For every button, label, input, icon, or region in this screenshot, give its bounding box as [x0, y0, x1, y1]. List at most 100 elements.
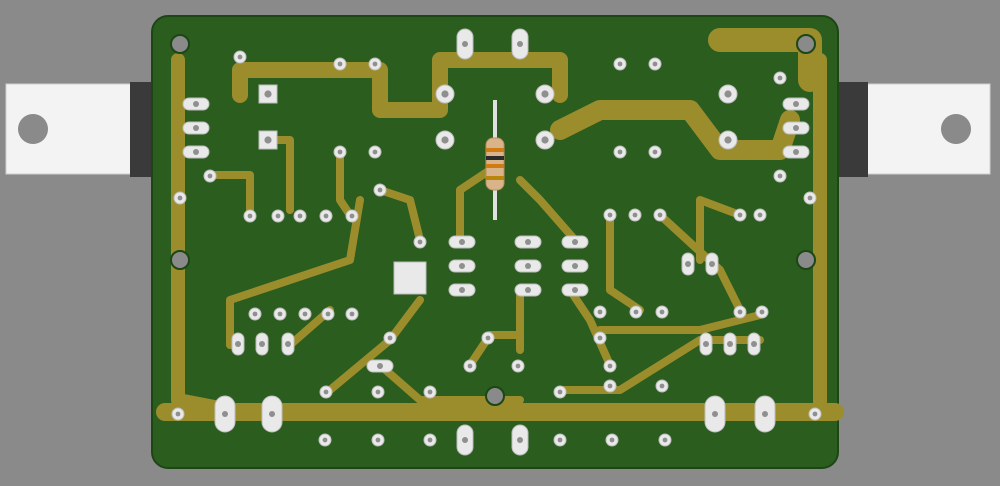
trace-18: [566, 286, 614, 369]
pad-hole: [247, 213, 253, 219]
pad-hole: [349, 213, 355, 219]
pad-hole: [607, 363, 613, 369]
resistor-band-2: [486, 156, 504, 160]
pad-hole: [237, 54, 243, 60]
pad-hole: [633, 309, 639, 315]
pad-hole: [207, 173, 213, 179]
pad-hole: [607, 212, 613, 218]
trace-7: [606, 211, 644, 314]
pad-hole: [572, 287, 578, 293]
pad-hole: [459, 263, 465, 269]
pad-hole: [632, 212, 638, 218]
mounting-hole-bc: [485, 386, 505, 406]
pad-hole: [737, 309, 743, 315]
pad-hole: [427, 389, 433, 395]
left-transistor: [5, 82, 162, 177]
pad-hole: [252, 311, 258, 317]
pad-hole: [541, 136, 549, 144]
left-tab-hole: [18, 114, 48, 144]
top-right-pour: [550, 100, 800, 160]
pad-hole: [652, 61, 658, 67]
right-tab-hole: [941, 114, 971, 144]
pad-hole: [193, 101, 199, 107]
pad-hole: [175, 411, 181, 417]
trace-14: [596, 311, 764, 334]
pad-hole: [557, 437, 563, 443]
pad-hole: [572, 239, 578, 245]
pad-hole: [724, 136, 732, 144]
pad-hole: [275, 213, 281, 219]
trace-4: [376, 186, 424, 244]
trace-2: [336, 146, 354, 219]
pad-hole: [277, 311, 283, 317]
pad-hole: [751, 341, 757, 347]
pad-hole: [517, 437, 523, 443]
pad-hole: [259, 341, 265, 347]
mounting-hole-mr: [796, 250, 816, 270]
pad-hole: [572, 263, 578, 269]
pad-hole: [485, 335, 491, 341]
pad-hole: [597, 335, 603, 341]
pad-hole: [525, 239, 531, 245]
pad-hole: [459, 287, 465, 293]
right-heatsink-tab: [864, 83, 991, 175]
pad-hole: [285, 341, 291, 347]
pad-hole: [659, 383, 665, 389]
pad-hole: [659, 309, 665, 315]
resistor-band-1: [486, 148, 504, 152]
pad-hole: [757, 212, 763, 218]
trace-3: [206, 171, 254, 219]
pad-hole: [323, 213, 329, 219]
pad-hole: [322, 437, 328, 443]
pad-hole: [372, 149, 378, 155]
pad-hole: [337, 149, 343, 155]
pad-hole: [617, 149, 623, 155]
pad-hole: [441, 90, 449, 98]
pad-hole: [609, 437, 615, 443]
pad-hole: [375, 437, 381, 443]
pad-hole: [297, 213, 303, 219]
pad-hole: [372, 61, 378, 67]
pad-hole: [462, 41, 468, 47]
pcb-board: [151, 15, 839, 469]
pad-hole: [685, 261, 691, 267]
pad-hole: [793, 101, 799, 107]
mounting-hole-ml: [170, 250, 190, 270]
pad-hole: [302, 311, 308, 317]
pad-hole: [375, 389, 381, 395]
pad-hole: [462, 437, 468, 443]
pad-hole: [177, 195, 183, 201]
square-pad: [393, 261, 427, 295]
top-left-pour: [232, 52, 568, 118]
pad-hole: [777, 173, 783, 179]
pad-hole: [525, 287, 531, 293]
pad-hole: [709, 261, 715, 267]
pad-hole: [807, 195, 813, 201]
pad-hole: [222, 411, 228, 417]
pad-hole: [607, 383, 613, 389]
pads-layer: [171, 28, 822, 456]
pad-hole: [517, 41, 523, 47]
pad-hole: [793, 125, 799, 131]
pad-hole: [525, 263, 531, 269]
resistor-band-3: [486, 164, 504, 168]
trace-8: [656, 211, 744, 314]
pad-hole: [777, 75, 783, 81]
pad-hole: [662, 437, 668, 443]
pad-hole: [737, 212, 743, 218]
trace-6: [516, 176, 579, 244]
pad-hole: [652, 149, 658, 155]
pad-hole: [337, 61, 343, 67]
pad-hole: [459, 239, 465, 245]
copper-layer: [156, 28, 844, 421]
pad-hole: [617, 61, 623, 67]
pad-hole: [264, 136, 272, 144]
resistor: [485, 100, 505, 220]
pad-hole: [377, 187, 383, 193]
pad-hole: [264, 90, 272, 98]
pad-hole: [557, 389, 563, 395]
pad-hole: [269, 411, 275, 417]
pad-hole: [515, 363, 521, 369]
pad-hole: [441, 136, 449, 144]
